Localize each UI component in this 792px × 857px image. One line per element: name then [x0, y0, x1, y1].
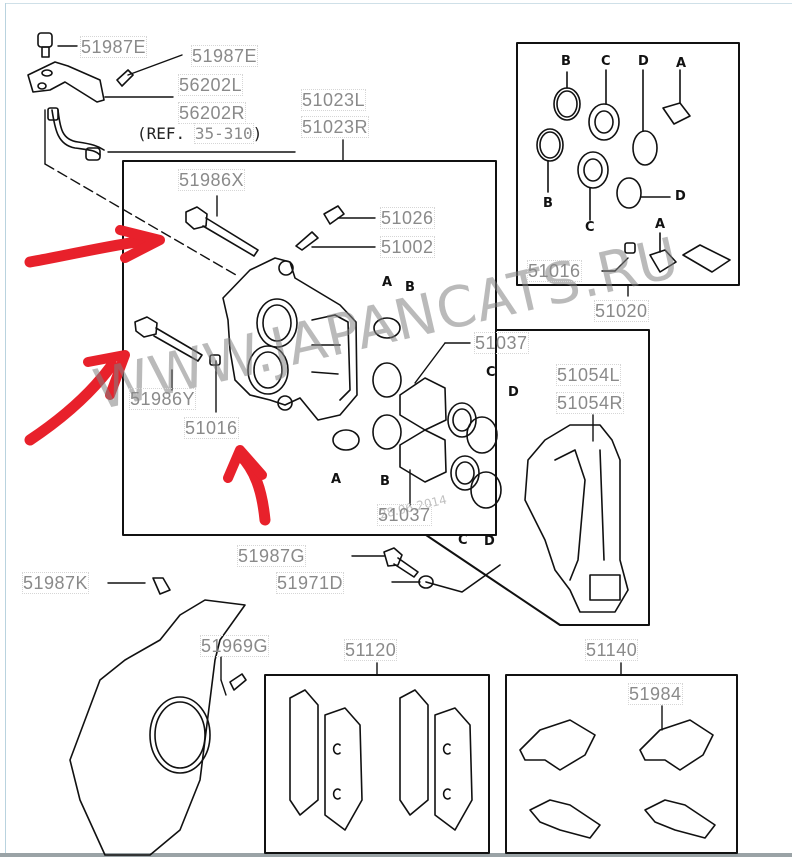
seal-letter-d: D: [638, 54, 649, 69]
brake-pad-box: [264, 674, 490, 854]
part-label-51020[interactable]: 51020: [594, 300, 649, 322]
red-arrow-upper-head: [115, 225, 165, 263]
reference-note: (REF. 35-310): [137, 123, 263, 144]
part-label-51987g[interactable]: 51987G: [236, 545, 307, 567]
reference-suffix: ): [252, 124, 263, 143]
red-arrow-upper: [24, 234, 156, 268]
seal-letter-c: C: [458, 533, 468, 548]
red-arrow-middle: [24, 359, 118, 446]
seal-letter-b: B: [405, 280, 415, 295]
part-label-51002[interactable]: 51002: [380, 236, 435, 258]
frame-border-bottom: [0, 853, 792, 857]
pad-clips-drawing: [519, 719, 716, 839]
mounting-bolt-drawing: [383, 547, 501, 593]
part-label-51016-sleeve[interactable]: 51016: [184, 417, 239, 439]
part-label-51037-piston-top[interactable]: 51037: [474, 332, 529, 354]
guide-pin-bolts-drawing: [134, 206, 259, 366]
seal-letter-a: A: [676, 56, 687, 71]
part-label-51969g[interactable]: 51969G: [199, 635, 270, 657]
frame-border-top: [5, 3, 792, 4]
seal-kit-drawing: [536, 69, 731, 273]
part-label-51140[interactable]: 51140: [584, 639, 639, 661]
leader-lines: [44, 45, 663, 731]
part-label-51971d[interactable]: 51971D: [275, 572, 345, 594]
reference-prefix: (REF.: [137, 124, 186, 143]
seal-letter-a: A: [655, 217, 666, 232]
seal-letter-a: A: [331, 472, 342, 487]
caliper-support-drawing: [524, 424, 629, 613]
caliper-bracket-box: [425, 329, 650, 626]
part-label-51120[interactable]: 51120: [343, 639, 398, 661]
dust-shield-drawing: [69, 577, 247, 856]
pad-clip-box: [505, 674, 738, 854]
caliper-body-drawing: [222, 257, 358, 421]
part-label-51054r[interactable]: 51054R: [555, 392, 625, 414]
piston-seals-drawing: [332, 317, 502, 509]
brake-hose-bracket-drawing: [27, 32, 134, 161]
seal-letter-b: B: [380, 474, 390, 489]
part-label-51016-kit[interactable]: 51016: [527, 260, 582, 282]
seal-letter-b: B: [561, 54, 571, 69]
part-label-51023r[interactable]: 51023R: [300, 116, 370, 138]
caliper-assembly-box: [122, 160, 497, 536]
seal-letter-c: C: [601, 54, 611, 69]
part-label-56202r[interactable]: 56202R: [177, 102, 247, 124]
seal-letter-b: B: [543, 196, 553, 211]
part-label-51037-piston-bottom[interactable]: 51037: [377, 504, 432, 526]
part-label-51987e-bolt[interactable]: 51987E: [79, 36, 148, 58]
brake-pads-drawing: [289, 689, 473, 831]
part-label-51987k[interactable]: 51987K: [21, 572, 90, 594]
seal-letter-a: A: [382, 275, 393, 290]
part-label-51986x[interactable]: 51986X: [177, 169, 246, 191]
red-arrow-lower-head: [223, 445, 267, 483]
part-label-51026[interactable]: 51026: [380, 207, 435, 229]
part-label-51986y[interactable]: 51986Y: [128, 388, 197, 410]
part-label-56202l[interactable]: 56202L: [177, 74, 244, 96]
seal-letter-c: C: [585, 220, 595, 235]
frame-border-left: [5, 3, 6, 854]
seal-letter-d: D: [508, 385, 519, 400]
part-label-51987e-fitting[interactable]: 51987E: [190, 45, 259, 67]
highlight-arrows: [24, 225, 271, 526]
seal-letter-d: D: [675, 189, 686, 204]
reference-number[interactable]: 35-310: [193, 123, 254, 144]
seal-letter-c: C: [486, 365, 496, 380]
part-label-51984[interactable]: 51984: [628, 683, 683, 705]
red-arrow-middle-head: [83, 350, 130, 400]
seal-letter-d: D: [484, 534, 495, 549]
part-label-51054l[interactable]: 51054L: [555, 364, 622, 386]
bleeder-screw-drawing: [295, 205, 345, 251]
part-label-51023l[interactable]: 51023L: [300, 89, 367, 111]
